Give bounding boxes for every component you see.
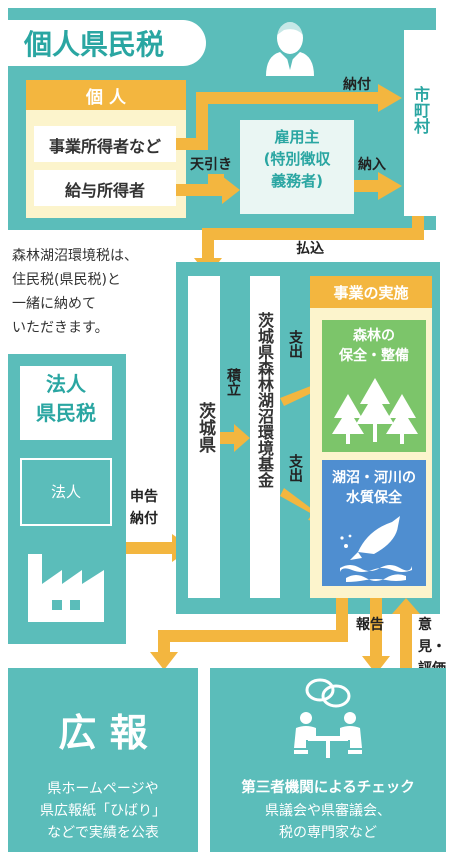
projects-header: [310, 276, 432, 308]
bottom-flow-arrows: [150, 598, 420, 674]
reserve-label: 積立: [225, 368, 241, 396]
individual-header: [26, 80, 186, 110]
business-income-label: 事業所得者など: [48, 137, 161, 156]
spend-label-1: 支出: [287, 330, 303, 358]
payment-label: 納付: [343, 77, 371, 93]
report-label: 報告: [356, 617, 384, 633]
meeting-icon: [294, 678, 362, 758]
check-title: 第三者機関によるチェック: [241, 780, 415, 796]
note-text: 森林湖沼環境税は、 住民税(県民税)と 一緒に納めて いただきます。: [12, 248, 138, 336]
tree-icon: [332, 378, 418, 444]
publicity-panel: [8, 668, 198, 852]
water-box: [322, 460, 426, 586]
prefecture-label: 茨城県: [195, 402, 215, 453]
individual-tax-title-tab: [8, 20, 206, 66]
pay-in-label: 納入: [358, 157, 386, 173]
fund-label: 茨城県森林湖沼環境基金: [255, 312, 274, 488]
corporate-tax-title: 法人 県民税: [36, 372, 96, 425]
person-icon: [266, 22, 314, 76]
publicity-text: 県ホームページや 県広報紙「ひばり」 などで実績を公表: [40, 781, 166, 841]
reserve-arrow: [220, 424, 250, 452]
spend-label-2: 支出: [287, 454, 303, 482]
business-income-box: [34, 126, 176, 162]
fish-icon: [340, 516, 412, 582]
factory-icon: [28, 554, 104, 622]
municipality-box: [404, 30, 436, 216]
municipality-label: 市町村: [411, 86, 430, 134]
individual-label: 個 人: [86, 88, 126, 108]
corporation-label: 法人: [50, 483, 81, 501]
corporate-title-box: [20, 366, 112, 440]
individual-flow-arrows: [176, 84, 402, 204]
publicity-title: 広 報: [58, 711, 148, 755]
declare-pay-label: 申告 納付: [130, 489, 158, 527]
check-text: 県議会や県審議会、 税の専門家など: [265, 803, 391, 841]
salary-income-label: 給与所得者: [64, 181, 145, 200]
employer-label: 雇用主 (特別徴収 義務者): [263, 128, 331, 190]
corporation-box: [20, 458, 112, 526]
salary-income-box: [34, 170, 176, 206]
employer-box: [240, 120, 354, 214]
projects-title: 事業の実施: [333, 284, 409, 302]
fund-box: [250, 276, 280, 598]
forest-label: 森林の 保全・整備: [339, 328, 409, 364]
transfer-label: 払込: [296, 241, 324, 257]
prefecture-box: [188, 276, 220, 598]
individual-tax-title: 個人県民税: [24, 28, 165, 61]
withholding-label: 天引き: [190, 157, 232, 173]
water-label: 湖沼・河川の 水質保全: [332, 470, 416, 506]
